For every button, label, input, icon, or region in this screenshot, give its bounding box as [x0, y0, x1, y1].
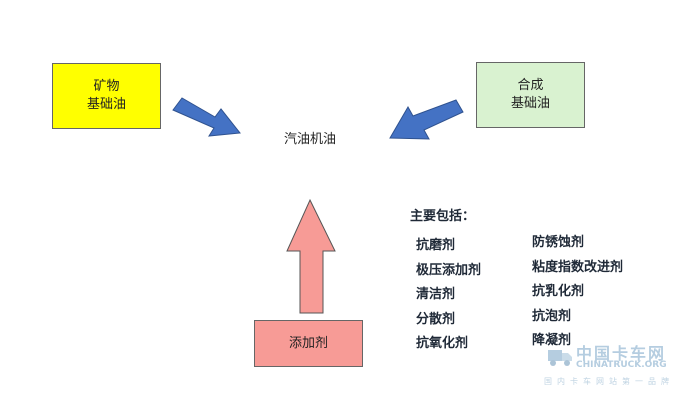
list-item: 清洁剂	[416, 287, 456, 302]
list-item: 防锈蚀剂	[532, 235, 585, 250]
additive-list-left: 抗磨剂 极压添加剂 清洁剂 分散剂 抗氧化剂	[416, 234, 481, 357]
list-item: 抗乳化剂	[532, 284, 585, 299]
synthetic-arrow	[389, 99, 464, 140]
additive-box: 添加剂	[254, 320, 363, 367]
synthetic-box-line1: 合成	[517, 78, 544, 93]
gasoline-engine-oil-label: 汽油机油	[283, 132, 336, 147]
list-item: 分散剂	[416, 311, 456, 327]
mineral-base-oil-box: 矿物 基础油	[52, 63, 161, 129]
additive-box-label: 添加剂	[288, 335, 328, 351]
watermark: 中国卡车网 CHINATRUCK.ORG 国内卡车网站第一品牌	[542, 338, 692, 398]
watermark-bottom-text: 国内卡车网站第一品牌	[544, 377, 674, 386]
list-item: 降凝剂	[532, 333, 572, 348]
additive-list-right: 防锈蚀剂 粘度指数改进剂 抗乳化剂 抗泡剂 降凝剂	[532, 231, 623, 354]
list-item: 抗氧化剂	[416, 336, 469, 351]
watermark-main-text: 中国卡车网	[576, 344, 667, 363]
truck-logo-icon	[548, 350, 572, 366]
mineral-arrow	[172, 97, 241, 137]
list-item: 粘度指数改进剂	[532, 259, 624, 275]
mineral-box-line1: 矿物	[93, 79, 120, 94]
synthetic-base-oil-box: 合成 基础油	[476, 62, 585, 128]
synthetic-box-line2: 基础油	[510, 96, 550, 111]
additive-arrow	[286, 198, 336, 314]
list-item: 抗磨剂	[416, 238, 456, 253]
list-item: 极压添加剂	[416, 262, 482, 278]
mineral-box-line2: 基础油	[86, 97, 126, 112]
includes-title: 主要包括：	[410, 209, 476, 224]
list-item: 抗泡剂	[532, 308, 572, 324]
watermark-sub-text: CHINATRUCK.ORG	[576, 360, 667, 370]
